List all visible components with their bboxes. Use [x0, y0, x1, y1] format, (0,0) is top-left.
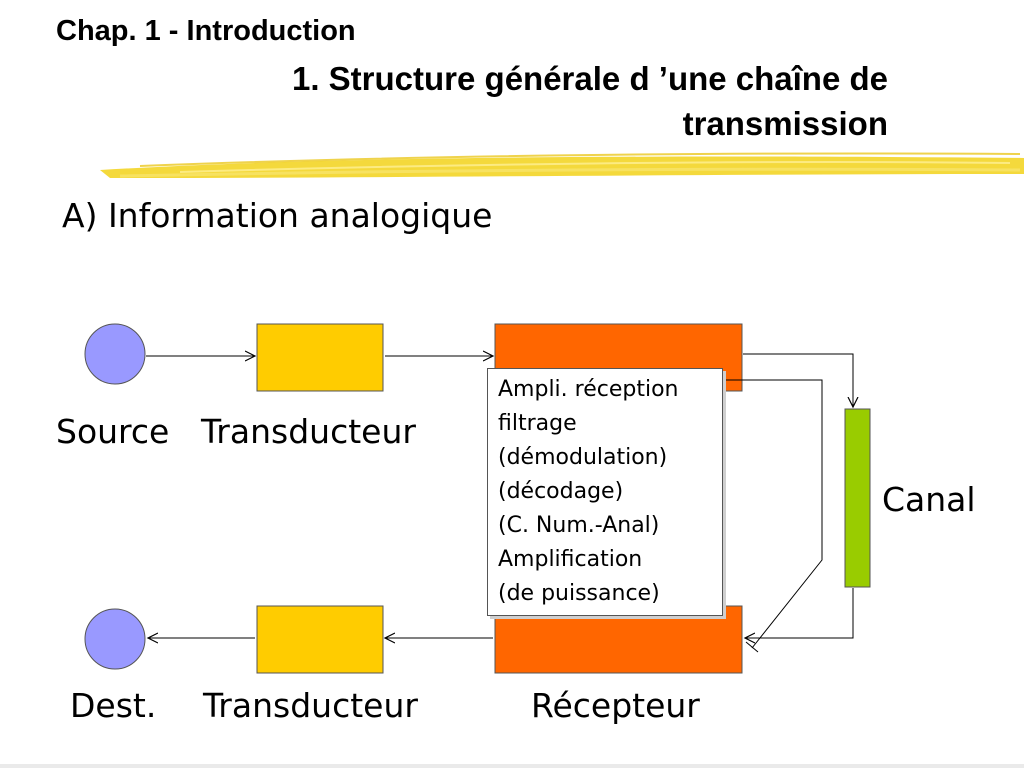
callout-line: (C. Num.-Anal)	[498, 513, 660, 538]
slide-title-line-2: transmission	[682, 105, 888, 142]
source-node	[84, 323, 146, 385]
receiver-functions-callout: Ampli. réception filtrage (démodulation)…	[487, 368, 723, 616]
callout-line: filtrage	[498, 411, 577, 436]
callout-line: Amplification	[498, 547, 643, 572]
destination-label: Dest.	[70, 686, 157, 725]
callout-pointer-tick	[745, 641, 759, 653]
transducer-bottom-box	[256, 605, 384, 674]
transducer-top-box	[256, 323, 384, 392]
receiver-box	[494, 605, 743, 674]
callout-line: (décodage)	[498, 479, 624, 504]
arrow-channel-to-receiver	[745, 588, 854, 638]
arrow-emitter-to-channel	[743, 353, 853, 407]
channel-bar	[844, 408, 871, 588]
source-label: Source	[56, 412, 170, 451]
callout-line: Ampli. réception	[498, 377, 679, 402]
slide-title-line-1: 1. Structure générale d ’une chaîne de	[291, 60, 888, 97]
receiver-label: Récepteur	[531, 686, 700, 725]
destination-node	[84, 608, 146, 670]
slide-bottom-edge	[0, 764, 1024, 768]
chapter-title: Chap. 1 - Introduction	[56, 15, 356, 47]
callout-pointer	[724, 379, 823, 649]
channel-label: Canal	[882, 480, 976, 519]
transducer-top-label: Transducteur	[201, 412, 416, 451]
callout-line: (de puissance)	[498, 581, 660, 606]
section-title: A) Information analogique	[62, 196, 493, 235]
transducer-bottom-label: Transducteur	[203, 686, 418, 725]
callout-line: (démodulation)	[498, 445, 668, 470]
title-underline-brush-stroke	[100, 152, 1024, 178]
slide-title: 1. Structure générale d ’une chaîne de t…	[56, 56, 888, 146]
